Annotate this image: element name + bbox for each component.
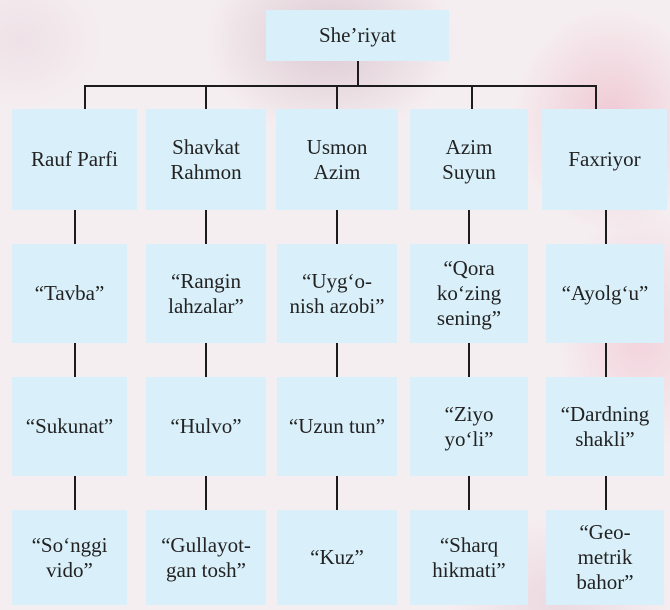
work-node: “Geo- metrik bahor” — [546, 510, 664, 605]
poet-node-faxriyor: Faxriyor — [542, 109, 667, 210]
col5-link-2 — [605, 343, 607, 377]
drop-line-4 — [471, 85, 473, 109]
drop-line-5 — [595, 85, 597, 109]
col3-link-2 — [336, 343, 338, 377]
col1-link-2 — [74, 343, 76, 377]
col3-link-1 — [336, 210, 338, 244]
poet-node-azim-suyun: Azim Suyun — [410, 109, 528, 210]
work-node: “Hulvo” — [146, 377, 266, 476]
work-node: “Uzun tun” — [277, 377, 397, 476]
root-node: She’riyat — [266, 10, 449, 61]
poet-node-usmon-azim: Usmon Azim — [276, 109, 398, 210]
work-node: “Ziyo yo‘li” — [410, 377, 528, 476]
horizontal-bus — [84, 85, 597, 87]
col4-link-2 — [468, 343, 470, 377]
col2-link-2 — [205, 343, 207, 377]
col4-link-3 — [468, 476, 470, 510]
col2-link-3 — [205, 476, 207, 510]
work-node: “Ayolg‘u” — [546, 244, 664, 343]
col5-link-1 — [605, 210, 607, 244]
work-node: “Sharq hikmati” — [410, 510, 528, 605]
drop-line-1 — [84, 85, 86, 109]
work-node: “Sukunat” — [12, 377, 127, 476]
drop-line-2 — [205, 85, 207, 109]
work-node: “Qora ko‘zing sening” — [410, 244, 528, 343]
col2-link-1 — [205, 210, 207, 244]
work-node: “Kuz” — [277, 510, 397, 605]
work-node: “Rangin lahzalar” — [146, 244, 266, 343]
col4-link-1 — [468, 210, 470, 244]
work-node: “So‘nggi vido” — [12, 510, 127, 605]
poet-node-shavkat-rahmon: Shavkat Rahmon — [146, 109, 266, 210]
col1-link-1 — [74, 210, 76, 244]
work-node: “Gullayot- gan tosh” — [146, 510, 266, 605]
col5-link-3 — [605, 476, 607, 510]
col3-link-3 — [336, 476, 338, 510]
col1-link-3 — [74, 476, 76, 510]
drop-line-3 — [336, 85, 338, 109]
poet-node-rauf-parfi: Rauf Parfi — [12, 109, 137, 210]
work-node: “Tavba” — [12, 244, 127, 343]
root-connector — [357, 60, 359, 87]
work-node: “Uyg‘o- nish azobi” — [277, 244, 397, 343]
work-node: “Dardning shakli” — [546, 377, 664, 476]
